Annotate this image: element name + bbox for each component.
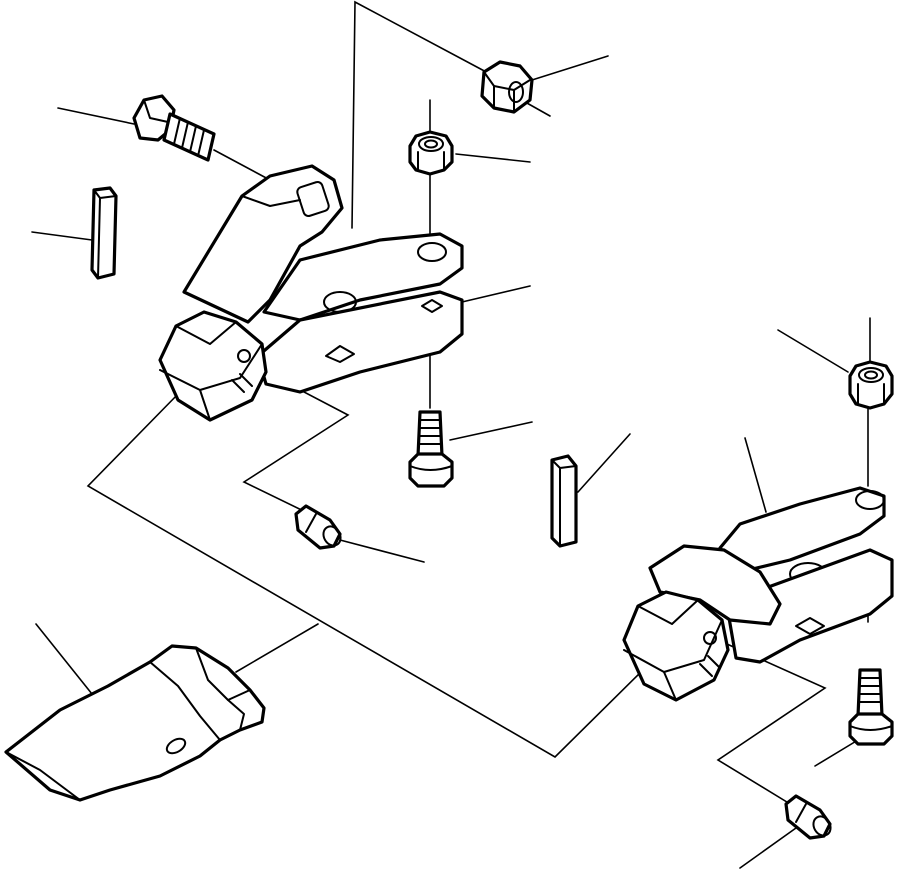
bolt-icon — [848, 668, 894, 746]
leader-nut-small-top-b — [455, 153, 531, 163]
leader-nut-large-top — [531, 55, 609, 81]
assembly-line-main — [86, 391, 646, 758]
bolt-icon — [408, 410, 454, 488]
hex-nut-icon — [480, 60, 534, 114]
leader-bolt-center — [449, 421, 533, 441]
assembly-line-tooth — [235, 623, 319, 673]
leader-pin-right — [739, 827, 797, 869]
axis-line-bolt-top-left — [213, 149, 271, 181]
leader-tooth-point — [35, 623, 93, 695]
tooth-adapter-icon — [158, 164, 464, 422]
assembly-line-top — [351, 0, 491, 229]
assembly-line-pin-right — [716, 639, 827, 811]
leader-adapter-upper — [461, 285, 531, 303]
leader-spacer-left — [31, 231, 93, 241]
assembly-lines — [86, 0, 869, 811]
leader-bolt-top-left — [57, 107, 135, 125]
bolt-icon — [132, 94, 216, 162]
tooth-adapter-icon — [622, 486, 894, 702]
hex-nut-icon — [408, 130, 454, 176]
leader-bolt-right — [814, 739, 859, 767]
spacer-strip-icon — [550, 454, 578, 548]
leader-nut-right-a — [777, 329, 849, 373]
assembly-line-pin-center — [242, 369, 350, 519]
leader-pin-center — [339, 539, 425, 563]
hex-nut-icon — [848, 360, 894, 410]
pin-icon — [294, 504, 342, 550]
tooth-point-icon — [4, 644, 266, 802]
spacer-strip-icon — [90, 186, 118, 280]
leader-spacer-center — [577, 433, 631, 493]
pin-icon — [784, 794, 832, 840]
leader-adapter-right — [744, 437, 767, 513]
